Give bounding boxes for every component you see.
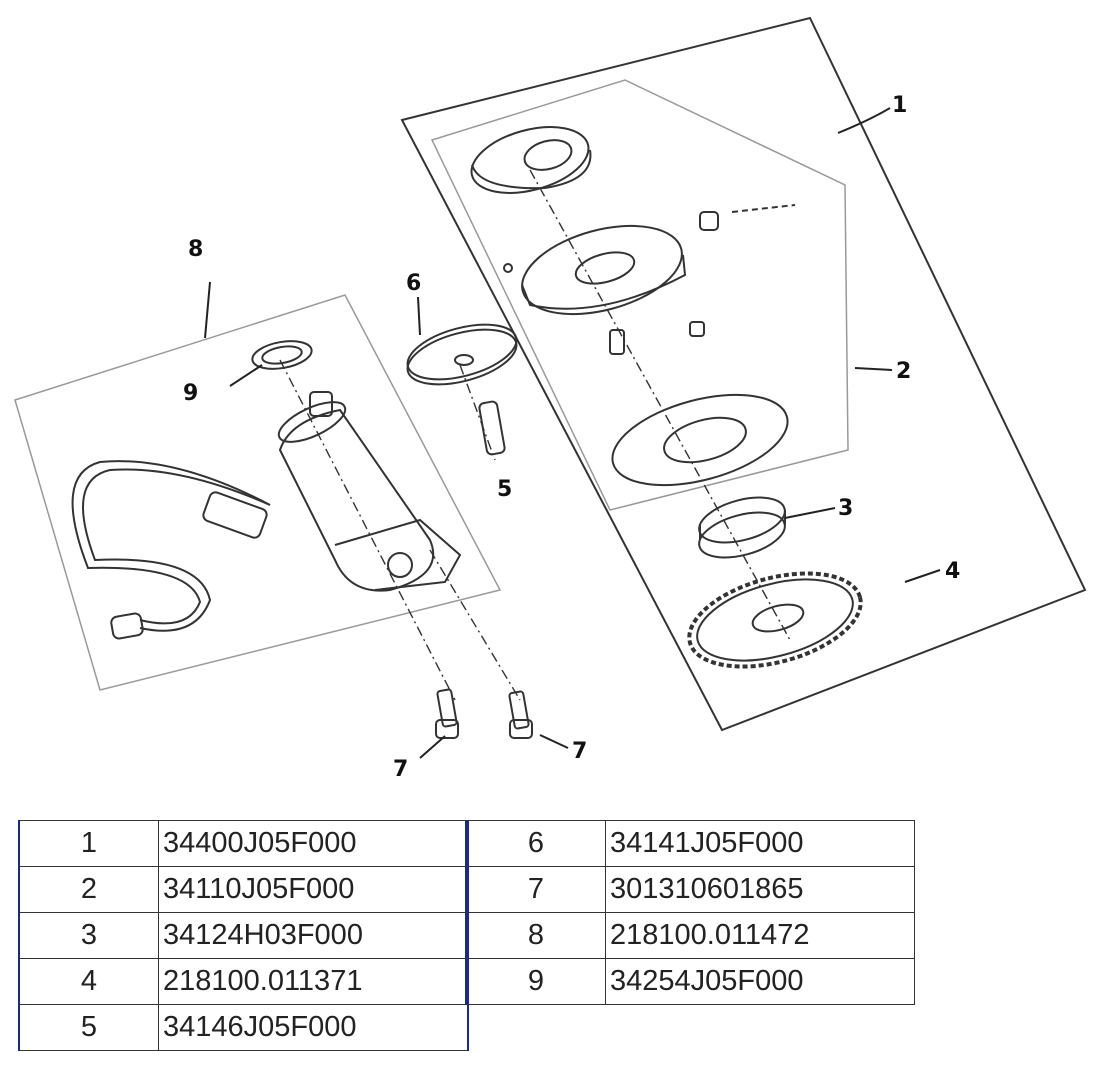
- part-number: 218100.011371: [158, 958, 469, 1005]
- mounting-bolts: [435, 688, 533, 739]
- assembly-2-frame: [430, 79, 849, 511]
- starter-clutch-body: [521, 224, 687, 316]
- starter-clutch-bearing: [698, 496, 786, 559]
- callout-6: 6: [406, 271, 421, 296]
- callout-1: 1: [892, 93, 907, 118]
- item-number: 4: [18, 958, 159, 1005]
- parts-table-left: 1 34400J05F000 2 34110J05F000 3 34124H03…: [18, 820, 469, 1051]
- callout-8: 8: [188, 237, 203, 262]
- table-row: 7 301310601865: [465, 866, 915, 913]
- part-number: 34400J05F000: [158, 820, 469, 867]
- starter-driven-gear: [687, 571, 863, 669]
- callout-9: 9: [183, 381, 198, 406]
- motor-axis-line: [279, 359, 456, 701]
- assembly-8-frame: [14, 294, 502, 691]
- assembly-axis-line: [529, 169, 791, 641]
- part-number: 34146J05F000: [158, 1004, 469, 1051]
- callout-4: 4: [945, 559, 960, 584]
- table-row: 9 34254J05F000: [465, 958, 915, 1005]
- leader-4: [904, 569, 941, 583]
- starter-motor: [277, 391, 462, 592]
- callout-7-left: 7: [393, 757, 408, 782]
- starter-clutch-cover: [470, 126, 592, 194]
- bolt-axis-line: [429, 549, 521, 701]
- callout-5: 5: [497, 477, 512, 502]
- item-number: 2: [18, 866, 159, 913]
- parts-table-right: 6 34141J05F000 7 301310601865 8 218100.0…: [465, 820, 915, 1005]
- item-number: 6: [465, 820, 606, 867]
- table-row: 4 218100.011371: [18, 958, 469, 1005]
- part-number: 34110J05F000: [158, 866, 469, 913]
- item-number: 7: [465, 866, 606, 913]
- table-row: 3 34124H03F000: [18, 912, 469, 959]
- leader-9: [229, 364, 263, 387]
- item-number: 1: [18, 820, 159, 867]
- leader-7b: [539, 734, 569, 749]
- leader-2: [854, 367, 893, 371]
- item-number: 8: [465, 912, 606, 959]
- item-number: 3: [18, 912, 159, 959]
- leader-7a: [419, 735, 446, 759]
- table-row: 5 34146J05F000: [18, 1004, 469, 1051]
- table-row: 8 218100.011472: [465, 912, 915, 959]
- exploded-parts-diagram: 1 2 3 4 5 6 7 7 8 9: [14, 16, 1087, 782]
- part-number: 34141J05F000: [605, 820, 915, 867]
- leader-8: [204, 281, 211, 339]
- part-number: 218100.011472: [605, 912, 915, 959]
- callout-2: 2: [896, 359, 911, 384]
- leader-3: [784, 507, 836, 519]
- item-number: 9: [465, 958, 606, 1005]
- callout-3: 3: [838, 496, 853, 521]
- assembly-1-frame: [400, 16, 1087, 732]
- part-number: 34254J05F000: [605, 958, 915, 1005]
- clutch-rollers: [503, 204, 796, 355]
- item-number: 5: [18, 1004, 159, 1051]
- callout-7-right: 7: [572, 739, 587, 764]
- reduction-gear: [406, 323, 518, 386]
- table-row: 2 34110J05F000: [18, 866, 469, 913]
- leader-6: [417, 296, 421, 336]
- leader-1: [837, 107, 891, 134]
- shaft-axis-line: [459, 364, 496, 461]
- part-number: 34124H03F000: [158, 912, 469, 959]
- starter-cable: [71, 460, 271, 640]
- part-number: 301310601865: [605, 866, 915, 913]
- table-row: 1 34400J05F000: [18, 820, 469, 867]
- starter-clutch-plate: [611, 393, 789, 487]
- table-row: 6 34141J05F000: [465, 820, 915, 867]
